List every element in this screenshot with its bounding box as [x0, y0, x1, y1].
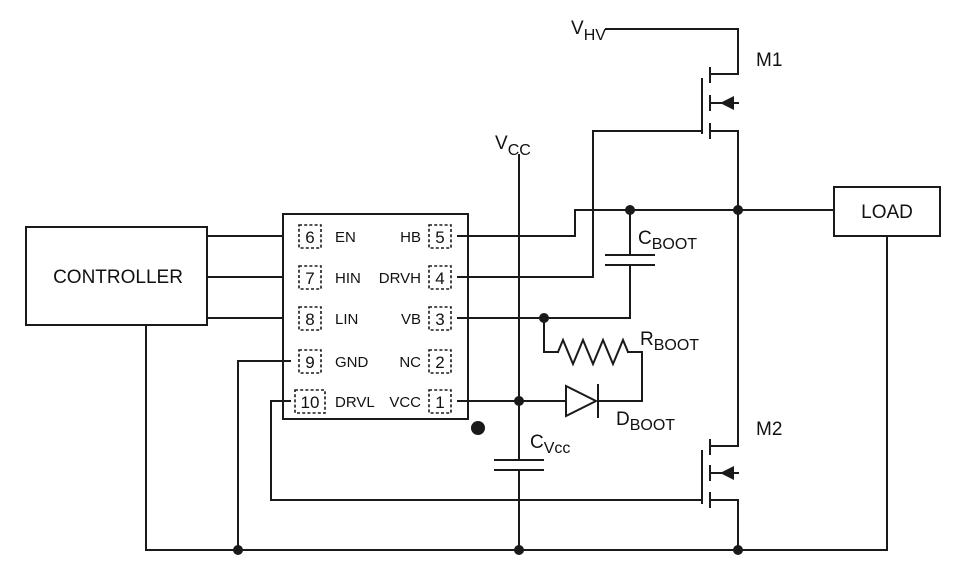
- wire-vb: [457, 317, 559, 353]
- pin1-marker: [471, 421, 485, 435]
- ic-pin-5: 5 HB: [400, 224, 452, 249]
- m2-drain-wire: [709, 209, 739, 447]
- wire-drvl: [270, 400, 703, 501]
- load-box: [833, 186, 941, 237]
- boot-resistor: [457, 264, 631, 367]
- vcc-rail: [457, 154, 567, 551]
- component-labels: VHV VCC M1 M2 CBOOT RBOOT DBOOT CVcc: [495, 18, 782, 457]
- boot-diode: [565, 351, 643, 418]
- pin-number: 2: [435, 353, 444, 372]
- vhv-label: VHV: [571, 18, 606, 44]
- pin-name: LIN: [335, 311, 358, 328]
- m1-body-arrow: [720, 96, 734, 110]
- pin-number: 8: [305, 310, 314, 329]
- pin-name: HB: [400, 229, 421, 246]
- ic-pin-7: 7 HIN: [298, 265, 361, 290]
- junction-vb: [539, 313, 549, 323]
- ic-pin-3: 3 VB: [401, 306, 452, 331]
- controller-wires: [206, 235, 291, 319]
- dboot-label: DBOOT: [616, 409, 675, 434]
- cboot-label: CBOOT: [638, 228, 697, 253]
- pin-number: 1: [435, 393, 444, 412]
- load-block: LOAD: [833, 186, 941, 237]
- pin-number: 5: [435, 228, 444, 247]
- pin-name: NC: [399, 354, 421, 371]
- wire-diode-to-resistor: [597, 351, 643, 402]
- wire-vb-to-cboot: [543, 264, 631, 319]
- ic-pin-10: 10 DRVL: [294, 389, 375, 414]
- junction-dots: [233, 205, 743, 555]
- pin-number: 6: [305, 228, 314, 247]
- diode-triangle: [565, 384, 599, 418]
- junction-cboot-switch: [625, 205, 635, 215]
- pin-name: VCC: [389, 394, 421, 411]
- vcc-label: VCC: [495, 133, 531, 159]
- ic-pin-1: 1 VCC: [389, 389, 452, 414]
- ic-pin-9: 9 GND: [298, 349, 369, 374]
- ic-pin-4: 4 DRVH: [379, 265, 452, 290]
- m2-label: M2: [756, 419, 782, 440]
- ground-wires: [145, 235, 888, 551]
- wire-gnd: [237, 360, 291, 551]
- pin-name: DRVL: [335, 394, 375, 411]
- load-label: LOAD: [861, 202, 913, 223]
- controller-box: [25, 226, 208, 326]
- pin-number: 3: [435, 310, 444, 329]
- pin-name: DRVH: [379, 270, 421, 287]
- m1-source-wire: [709, 130, 739, 211]
- cvcc-label: CVcc: [530, 432, 570, 457]
- controller-label: CONTROLLER: [53, 267, 183, 288]
- m1-label: M1: [756, 50, 782, 71]
- wire-hb-switch-node: [457, 209, 835, 237]
- wire-drvh: [457, 130, 703, 278]
- pin-name: VB: [401, 311, 421, 328]
- ic-pin-8: 8 LIN: [298, 306, 358, 331]
- gate-driver-ic: 6 EN 7 HIN 8 LIN 9 GND 10 DRVL 5 HB: [282, 213, 485, 435]
- junction-gnd: [233, 545, 243, 555]
- junction-vcc: [514, 396, 524, 406]
- rboot-label: RBOOT: [640, 329, 699, 354]
- pin-name: EN: [335, 229, 356, 246]
- junction-m2-gnd: [733, 545, 743, 555]
- boot-capacitor: [605, 209, 655, 266]
- pin-number: 7: [305, 269, 314, 288]
- pin-name: HIN: [335, 270, 361, 287]
- high-side-wires: [457, 130, 835, 278]
- pin-number: 4: [435, 269, 444, 288]
- resistor-zigzag: [556, 337, 630, 367]
- ic-pin-6: 6 EN: [298, 224, 356, 249]
- pin-name: GND: [335, 354, 369, 371]
- m2-source-wire: [709, 499, 739, 551]
- junction-cvcc-gnd: [514, 545, 524, 555]
- pin-number: 9: [305, 353, 314, 372]
- mosfet-m1: [605, 28, 739, 211]
- pin-number: 10: [301, 393, 320, 412]
- m2-body-arrow: [720, 466, 734, 480]
- junction-switch-node: [733, 205, 743, 215]
- mosfet-m2: [701, 209, 739, 551]
- wire-vhv: [605, 28, 739, 75]
- ic-pin-2: 2 NC: [399, 349, 452, 374]
- controller-block: CONTROLLER: [25, 226, 208, 326]
- ground-bus: [145, 235, 888, 551]
